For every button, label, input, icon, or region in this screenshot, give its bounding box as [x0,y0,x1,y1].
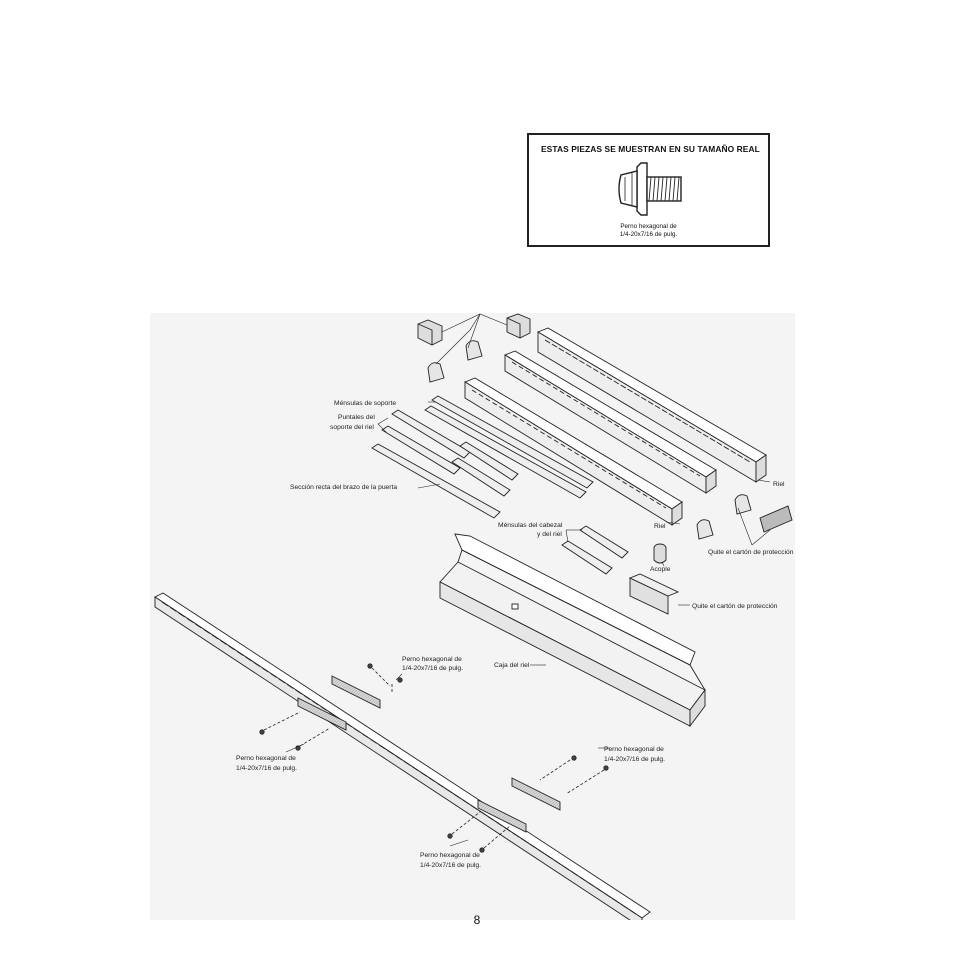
label-rail-1: Riel [773,481,785,488]
rail-assembly-diagram: Ménsulas de soporte Puntales del soporte… [150,313,795,920]
label-bolt-d-line1: Perno hexagonal de [420,852,480,859]
diagram-background [150,313,795,920]
label-bolt-b-line1: Perno hexagonal de [236,755,296,762]
assembled-rail-brackets-lower [477,777,561,833]
bolt-caption-line1: Perno hexagonal de [620,223,677,230]
label-bolt-d-line2: 1/4-20x7/16 de pulg. [420,862,481,869]
hex-bolts [259,663,609,853]
actual-size-parts-box: ESTAS PIEZAS SE MUESTRAN EN SU TAMAÑO RE… [527,133,770,247]
label-header-brackets-line1: Ménsulas del cabezal [498,522,563,529]
label-straight-door-arm: Sección recta del brazo de la puerta [290,484,397,491]
label-rail-2: Riel [654,523,666,530]
assembled-rail-brackets-upper [297,675,381,731]
header-brackets [561,525,629,575]
straight-door-arm [371,443,501,519]
label-bolt-b-line2: 1/4-20x7/16 de pulg. [236,765,297,772]
label-remove-carton-2: Quite el cartón de protección [692,603,778,610]
rail-section-middle [503,350,717,494]
actual-size-title: ESTAS PIEZAS SE MUESTRAN EN SU TAMAÑO RE… [541,144,760,154]
page-number: 8 [473,913,481,927]
label-support-brackets: Ménsulas de soporte [334,400,396,407]
label-rail-box: Caja del riel [494,662,530,669]
rail-section-top [536,327,767,483]
rail-box [439,533,706,728]
label-struts-line1: Puntales del [338,414,375,421]
label-bolt-c-line1: Perno hexagonal de [604,746,664,753]
label-bolt-a-line1: Perno hexagonal de [402,656,462,663]
support-brackets [424,395,594,499]
rail-end-connectors [417,313,531,346]
rail-support-struts [381,409,519,497]
hex-bolt-illustration [618,162,682,216]
bolt-caption-line2: 1/4-20x7/16 de pulg. [619,230,678,238]
label-header-brackets-line2: y del riel [537,531,562,538]
rail-section-lower [464,377,683,526]
protective-carton-small [759,505,793,533]
label-bolt-c-line2: 1/4-20x7/16 de pulg. [604,756,665,763]
label-remove-carton-1: Quite el cartón de protección [708,549,794,556]
coupling [653,543,667,564]
label-struts-line2: soporte del riel [330,424,374,431]
label-bolt-a-line2: 1/4-20x7/16 de pulg. [402,665,463,672]
label-coupling: Acople [650,566,671,573]
assembled-rail [154,592,651,920]
bolt-caption: Perno hexagonal de 1/4-20x7/16 de pulg. [529,223,768,238]
rail-clips [427,340,752,540]
